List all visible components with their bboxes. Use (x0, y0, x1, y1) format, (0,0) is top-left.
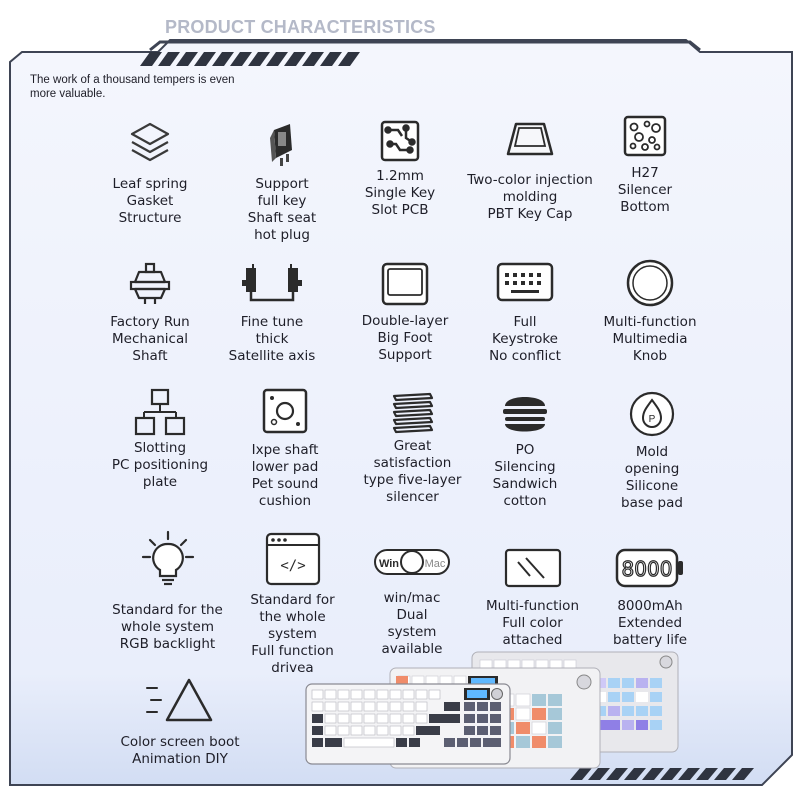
satellite-stabilizer-icon (242, 264, 302, 302)
silicone-pad-icon: P (629, 391, 675, 437)
feature-silicone-pad: P Mold opening Silicone base pad (592, 390, 712, 512)
feature-label: Factory Run Mechanical Shaft (110, 314, 190, 364)
feature-label: 1.2mm Single Key Slot PCB (364, 168, 436, 218)
feature-five-layer-silencer: Great satisfaction type five-layer silen… (345, 388, 480, 506)
feature-label: win/mac Dual system available (381, 590, 443, 657)
screen-icon (504, 548, 561, 588)
battery-capacity-glyph: 8000 (622, 557, 673, 581)
feature-pcb: 1.2mm Single Key Slot PCB (340, 120, 460, 219)
feature-sandwich-cotton: PO Silencing Sandwich cotton (465, 390, 585, 510)
feature-positioning-plate: Slotting PC positioning plate (100, 388, 220, 491)
bottom-stripes (570, 768, 754, 780)
feature-label: Standard for the whole system Full funct… (250, 592, 335, 676)
feature-label: Fine tune thick Satellite axis (228, 314, 316, 364)
positioning-plate-icon (134, 388, 186, 436)
keyboard-image-front (305, 683, 511, 765)
keyboard-rollover-icon (496, 262, 554, 302)
win-mac-toggle-icon: Win Mac (374, 549, 450, 575)
mechanical-switch-icon (129, 262, 171, 304)
feature-win-mac: Win Mac win/mac Dual system available (352, 548, 472, 658)
keycap-icon (506, 122, 554, 156)
rgb-bulb-icon (141, 530, 194, 586)
feature-battery: 8000 8000mAh Extended battery life (590, 548, 710, 649)
switch-hot-plug-icon (270, 124, 292, 166)
feature-label: Two-color injection molding PBT Key Cap (467, 172, 593, 222)
feature-label: Great satisfaction type five-layer silen… (363, 438, 462, 505)
code-driver-icon: </> (265, 532, 320, 586)
page-title: PRODUCT CHARACTERISTICS (165, 17, 436, 37)
feature-label: Leaf spring Gasket Structure (112, 176, 188, 226)
feature-rgb-backlight: Standard for the whole system RGB backli… (95, 530, 240, 653)
feature-no-conflict: Full Keystroke No conflict (465, 262, 585, 365)
sandwich-cotton-icon (503, 397, 547, 432)
feature-silencer-bottom: H27 Silencer Bottom (590, 115, 700, 216)
toggle-mac-label: Mac (425, 558, 446, 570)
knob-icon (626, 259, 674, 307)
feature-label: Standard for the whole system RGB backli… (112, 602, 223, 652)
feature-leaf-spring-gasket: Leaf spring Gasket Structure (90, 120, 210, 227)
feature-label: Full Keystroke No conflict (489, 314, 561, 364)
feature-big-foot: Double-layer Big Foot Support (345, 262, 465, 364)
code-glyph: </> (280, 558, 305, 574)
feature-label: Multi-function Multimedia Knob (603, 314, 697, 364)
foot-support-icon (381, 262, 429, 306)
toggle-win-label: Win (379, 558, 399, 570)
pcb-circuit-icon (380, 120, 420, 162)
shaft-pad-icon (262, 388, 308, 434)
silencer-bottom-icon (623, 115, 667, 157)
feature-mechanical-shaft: Factory Run Mechanical Shaft (90, 262, 210, 365)
feature-label: Double-layer Big Foot Support (361, 313, 449, 363)
feature-label: Slotting PC positioning plate (111, 440, 209, 490)
boot-animation-icon (146, 678, 213, 722)
feature-label: 8000mAh Extended battery life (612, 598, 688, 648)
feature-label: Color screen boot Animation DIY (120, 734, 240, 767)
feature-keycap: Two-color injection molding PBT Key Cap (455, 120, 605, 223)
feature-hot-plug: Support full key Shaft seat hot plug (222, 120, 342, 244)
feature-satellite-axis: Fine tune thick Satellite axis (212, 262, 332, 365)
feature-shaft-pad: Ixpe shaft lower pad Pet sound cushion (225, 388, 345, 510)
feature-label: H27 Silencer Bottom (617, 165, 673, 215)
feature-knob: Multi-function Multimedia Knob (590, 258, 710, 365)
feature-label: PO Silencing Sandwich cotton (492, 442, 558, 509)
feature-label: Mold opening Silicone base pad (621, 444, 683, 511)
top-stripes (140, 52, 360, 66)
tagline: The work of a thousand tempers is even m… (30, 74, 235, 100)
feature-label: Ixpe shaft lower pad Pet sound cushion (251, 442, 319, 509)
five-layer-silencer-icon (392, 392, 433, 434)
feature-boot-animation: Color screen boot Animation DIY (105, 676, 255, 768)
feature-label: Support full key Shaft seat hot plug (247, 176, 317, 243)
silicone-p-glyph: P (649, 414, 656, 425)
battery-icon: 8000 (615, 548, 683, 588)
leaf-spring-layers-icon (130, 122, 170, 162)
feature-full-function-drive: </> Standard for the whole system Full f… (230, 532, 355, 677)
